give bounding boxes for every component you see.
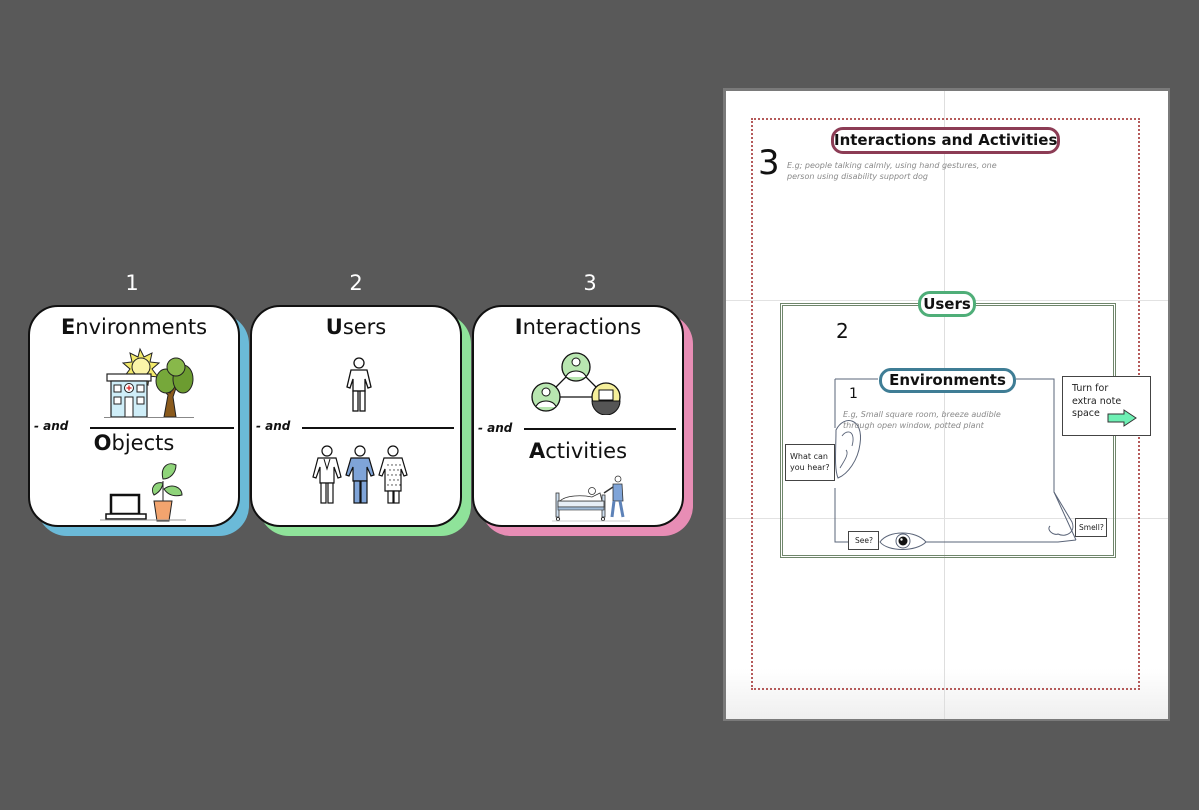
divider <box>302 427 454 429</box>
what-can-you-hear-note: What can you hear? <box>785 444 835 481</box>
hint-environments: E.g, Small square room, breeze audible t… <box>843 409 1043 431</box>
potted-plant-icon <box>151 463 183 522</box>
hint-line: person using disability support dog <box>787 172 928 181</box>
note-line: extra note <box>1072 395 1122 407</box>
section-title-users: Users <box>918 291 976 317</box>
card-interactions-activities[interactable]: Interactions - and Activities <box>472 305 684 527</box>
hint-line: E.g, Small square room, breeze audible <box>843 410 1001 419</box>
card-title-users: Users <box>325 315 387 339</box>
person-node-left <box>531 382 561 412</box>
nose-icon <box>1048 491 1074 536</box>
card-subtitle-objects: Objects <box>93 431 175 455</box>
card-number-2: 2 <box>349 271 363 295</box>
person-icon <box>346 357 372 412</box>
hospital-bed-carer-icon <box>552 475 630 522</box>
card-title-interactions: Interactions <box>514 315 642 339</box>
note-line: Turn for <box>1072 383 1109 394</box>
hint-line: E.g; people talking calmly, using hand g… <box>787 161 997 170</box>
laptop-icon <box>105 493 147 520</box>
ear-icon <box>835 420 861 479</box>
laptop-node-right <box>591 382 621 415</box>
tree-icon <box>155 357 194 418</box>
section-number-users: 2 <box>836 319 849 343</box>
doctor-figure <box>312 445 342 504</box>
card-title-environments: Environments <box>60 315 208 339</box>
nurse-figure <box>345 445 375 504</box>
section-title-environments: Environments <box>879 368 1016 393</box>
note-line: What can <box>790 452 828 461</box>
card-users[interactable]: Users - and <box>250 305 462 527</box>
environments-outline <box>834 378 1077 550</box>
section-number-environments: 1 <box>849 386 858 402</box>
card-subtitle-activities: Activities <box>528 439 628 463</box>
carer-figure <box>603 475 625 518</box>
page-centre-guide-vertical <box>944 91 945 719</box>
arrow-right-icon <box>1107 409 1137 427</box>
smell-note: Smell? <box>1075 518 1107 537</box>
card-number-1: 1 <box>125 271 139 295</box>
and-label: - and <box>478 421 513 435</box>
hospital-sun-tree-icon <box>104 347 194 418</box>
laptop-plant-icon <box>100 463 186 522</box>
and-label: - and <box>256 419 291 433</box>
section-title-interactions: Interactions and Activities <box>831 127 1060 154</box>
and-label: - and <box>34 419 69 433</box>
person-node-top <box>561 352 591 382</box>
note-line: space <box>1072 408 1100 419</box>
turn-for-extra-space-note: Turn for extra note space <box>1062 376 1151 436</box>
divider <box>90 427 234 429</box>
section-number-interactions: 3 <box>758 143 780 183</box>
patient-figure <box>378 445 408 504</box>
network-people-icon <box>531 352 621 415</box>
hospital-building-icon <box>106 373 152 418</box>
page-guide-horizontal-bottom <box>726 518 1168 519</box>
hint-line: through open window, potted plant <box>843 421 984 430</box>
card-environments-objects[interactable]: Environments - and Objects <box>28 305 240 527</box>
eye-icon <box>879 532 927 550</box>
card-number-3: 3 <box>583 271 597 295</box>
see-note: See? <box>848 531 879 550</box>
doctor-nurse-patient-icon <box>312 445 408 504</box>
hospital-bed-icon <box>555 487 606 522</box>
note-line: you hear? <box>790 462 830 472</box>
hint-interactions: E.g; people talking calmly, using hand g… <box>787 160 1027 182</box>
divider <box>524 428 676 430</box>
